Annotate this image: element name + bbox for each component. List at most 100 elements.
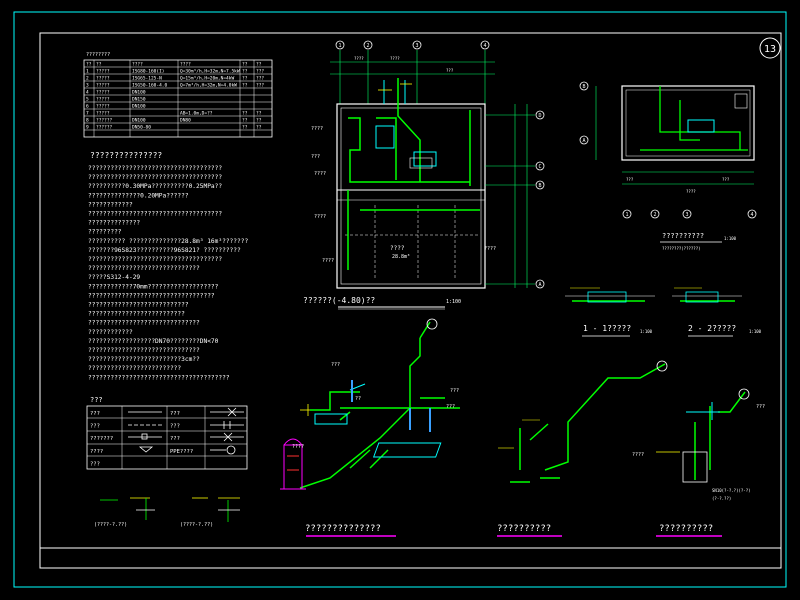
- legend-label: PPE????: [170, 449, 193, 455]
- trp-dim-1: ???: [626, 177, 634, 182]
- equipment-table-cell: DN50-80: [132, 125, 151, 131]
- plan-axis-label: 4: [483, 43, 486, 49]
- detail-label-1: (????-?.??): [94, 522, 127, 528]
- equipment-table-cell: 8: [86, 118, 89, 124]
- notes-line: ??????????????????????????????: [88, 320, 200, 327]
- equipment-table-cell: AB=1.0m,D=??: [180, 111, 213, 117]
- trp-axis-label: 3: [685, 212, 688, 218]
- trp-axis-label: 4: [750, 212, 753, 218]
- equipment-table-cell: ?????: [96, 83, 110, 89]
- equipment-table-cell: ???: [256, 83, 264, 89]
- equipment-table-cell: ??: [256, 118, 262, 124]
- equipment-table-cell: 6: [86, 104, 89, 110]
- equipment-table-cell: ??: [242, 69, 248, 75]
- equipment-table-cell: 7: [86, 111, 89, 117]
- equipment-table-cell: 4: [86, 90, 89, 96]
- equipment-table-cell: Q=30m³/h,H=32m,N=7.5kW: [180, 69, 240, 75]
- equipment-table-cell: ?????: [96, 104, 110, 110]
- s1-label-2: ??: [355, 396, 361, 402]
- equipment-table-cell: 3: [86, 83, 89, 89]
- plan-room-label-5: ????: [322, 258, 334, 264]
- equipment-table-cell: Q=15m³/h,H=20m,N=4kW: [180, 76, 234, 82]
- legend-title: ???: [90, 396, 103, 404]
- legend-label: ???: [90, 461, 100, 467]
- plan-pool-label: ????: [390, 245, 405, 252]
- equipment-table-cell: 9: [86, 125, 89, 131]
- equipment-table-header: ??: [242, 62, 248, 68]
- plan-axis-label: B: [538, 183, 541, 189]
- system-diagram-1: ??? ?? ??? ??? ???? ??????????????: [280, 318, 460, 537]
- equipment-table-cell: DN100: [132, 104, 146, 110]
- section-views: 1 - 1????? 1:100 2 - 2????? 1:100: [565, 287, 762, 337]
- trp-axis-label: A: [582, 138, 585, 144]
- equipment-table-cell: 1: [86, 69, 89, 75]
- trp-scale: 1:100: [724, 236, 737, 241]
- equipment-table-cell: DN80: [180, 118, 191, 124]
- legend-label: ????: [90, 449, 103, 455]
- notes-line: ???????96S823??????????96S821? ?????????…: [88, 247, 241, 254]
- equipment-table-cell: ???: [256, 69, 264, 75]
- notes-line: ????????????: [88, 329, 133, 336]
- equipment-table-cell: 2: [86, 76, 89, 82]
- notes-line: ?????????????????????????3cm??: [88, 356, 200, 363]
- plan-room-label-3: ????: [314, 171, 326, 177]
- notes-line: ??????????????????????????????: [88, 265, 200, 272]
- plan-axis-label: 2: [366, 43, 369, 49]
- equipment-table-cell: ?????: [96, 97, 110, 103]
- equipment-table-cell: ?????: [96, 111, 110, 117]
- system-diagram-3: ??? ???? SN10(?-?.?)(?-?) (?-?.??) ?????…: [632, 388, 765, 537]
- equipment-table-cell: ??: [256, 125, 262, 131]
- plan-room-label-2: ???: [311, 154, 320, 160]
- system-3-title: ??????????: [659, 524, 713, 534]
- plan-axis-label: 1: [338, 43, 341, 49]
- equipment-table-cell: ??: [256, 111, 262, 117]
- equipment-table-cell: DN150: [132, 97, 146, 103]
- notes-line: ????????????????????????????????????: [88, 256, 222, 263]
- trp-dim-2: ???: [722, 177, 730, 182]
- equipment-table-cell: ??????: [96, 118, 113, 124]
- plan-room-label-1: ????: [311, 126, 323, 132]
- equipment-table-cell: ISG50-160-4.0: [132, 83, 168, 89]
- s1-label-4: ???: [446, 404, 455, 410]
- bottom-left-details: [100, 497, 240, 522]
- section-1-scale: 1:100: [640, 329, 653, 334]
- equipment-table-cell: ??: [242, 83, 248, 89]
- equipment-table-cell: ??: [242, 111, 248, 117]
- notes-line: ????????????????????????????????????: [88, 211, 222, 218]
- equipment-table-header: ????: [132, 62, 143, 68]
- s1-label-1: ???: [331, 362, 340, 368]
- system-2-title: ??????????: [497, 524, 551, 534]
- s1-label-3: ???: [450, 388, 459, 394]
- equipment-table-title: ????????: [86, 52, 110, 58]
- equipment-table-cell: ISG80-160(I): [132, 69, 165, 75]
- equipment-table-cell: ?????: [96, 69, 110, 75]
- notes-title: ???????????????: [90, 151, 162, 160]
- legend-label: ???: [90, 424, 100, 430]
- notes-line: ??????????????????????????????????: [88, 292, 215, 299]
- system-1-title: ??????????????: [305, 524, 381, 534]
- equipment-table-cell: ?????: [96, 76, 110, 82]
- plan-room-label-6: ????: [484, 246, 496, 252]
- s3-label-4: (?-?.??): [712, 496, 731, 501]
- equipment-table-cell: ISG65-125-N: [132, 76, 162, 82]
- notes-line: ????????????70mm???????????????????: [88, 283, 219, 290]
- trp-dim-3: ????: [686, 189, 696, 194]
- notes-line: ??????????????????????????: [88, 311, 185, 318]
- notes-line: ?????S312-4-29: [88, 274, 140, 281]
- equipment-table-cell: DN100: [132, 118, 146, 124]
- plan-dim-2: ????: [390, 56, 400, 61]
- equipment-table-cell: ??: [242, 76, 248, 82]
- inner-frame: [39, 32, 782, 569]
- trp-title: ??????????: [662, 232, 704, 240]
- plan-view-scale: 1:100: [446, 299, 461, 305]
- notes-line: ??????????????0.20MPa??????: [88, 192, 189, 199]
- notes-line: ??????????????: [88, 220, 140, 227]
- legend-label: ???: [170, 411, 180, 417]
- notes-line: ??????????0.30MPa??????????0.25MPa??: [88, 183, 222, 190]
- plan-axis-label: A: [538, 282, 541, 288]
- equipment-table-cell: Q=7m³/h,H=32m,N=4.0kW: [180, 83, 237, 89]
- trp-subtitle: ????????(??????): [662, 246, 701, 251]
- notes-line: ????????????????????????????????????: [88, 165, 222, 172]
